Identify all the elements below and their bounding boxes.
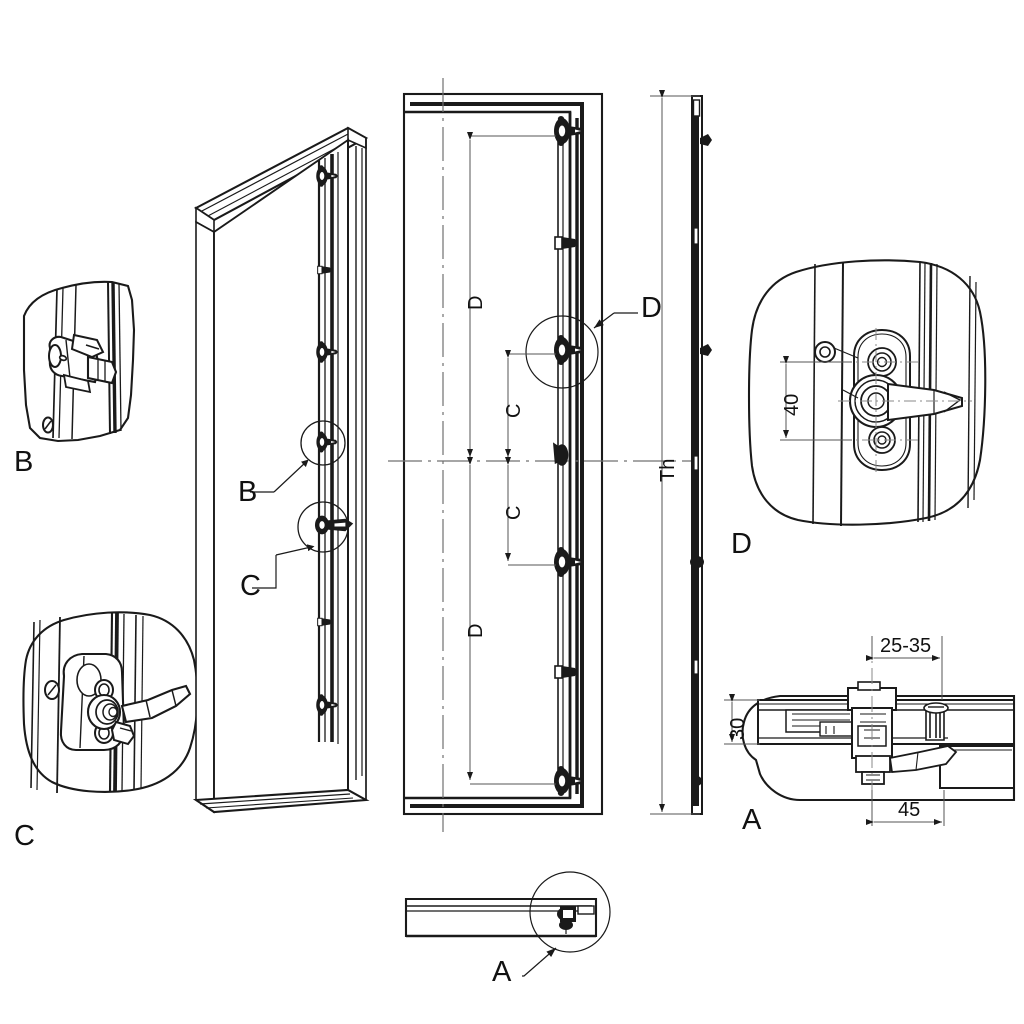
dim-text-c-lower: C bbox=[503, 505, 525, 520]
callout-c: C bbox=[240, 570, 261, 602]
dim-text-30: 30 bbox=[727, 717, 749, 740]
detail-a-view bbox=[724, 636, 1016, 826]
side-edge-view bbox=[650, 90, 712, 815]
escutcheon-plate-d bbox=[814, 328, 963, 472]
dim-c-upper bbox=[505, 350, 556, 457]
label-detail-b: B bbox=[14, 446, 34, 478]
dim-text-th: Th bbox=[657, 458, 679, 482]
elevation-lock-hardware bbox=[553, 116, 584, 796]
detail-c-view bbox=[22, 611, 199, 794]
bottom-cam bbox=[557, 905, 595, 930]
isometric-door-view bbox=[192, 126, 370, 814]
dim-25-35 bbox=[866, 636, 943, 700]
dim-d-upper bbox=[467, 132, 556, 457]
detail-circle-a bbox=[529, 871, 611, 953]
detail-d-view bbox=[747, 259, 987, 527]
detail-b-view bbox=[22, 280, 136, 443]
dim-text-d-upper: D bbox=[465, 295, 487, 310]
dim-text-c-upper: C bbox=[503, 403, 525, 418]
label-detail-a: A bbox=[742, 804, 762, 836]
dim-40 bbox=[780, 356, 852, 441]
dim-30 bbox=[724, 694, 760, 745]
label-detail-c: C bbox=[14, 820, 35, 852]
lock-gearbox-c bbox=[44, 652, 192, 752]
detail-circle-c bbox=[297, 501, 349, 553]
dim-text-40: 40 bbox=[781, 393, 803, 416]
elevation-view bbox=[388, 78, 700, 832]
label-detail-d: D bbox=[731, 528, 752, 560]
dim-c-lower bbox=[505, 457, 556, 566]
callout-b: B bbox=[238, 476, 258, 508]
dim-text-45: 45 bbox=[898, 799, 921, 821]
dim-th bbox=[650, 90, 700, 815]
dim-d-lower bbox=[467, 457, 556, 785]
bottom-section-view bbox=[404, 871, 611, 977]
detail-circle-d bbox=[525, 315, 599, 389]
dim-45 bbox=[866, 790, 945, 826]
callout-a-bottom: A bbox=[492, 956, 512, 988]
dim-text-25-35: 25-35 bbox=[880, 635, 932, 657]
iso-lock-hardware bbox=[314, 165, 354, 716]
dim-text-d-lower: D bbox=[465, 623, 487, 638]
callout-d-elevation: D bbox=[641, 292, 662, 324]
detail-circle-b bbox=[300, 420, 346, 466]
cam-roller-b bbox=[48, 333, 118, 394]
